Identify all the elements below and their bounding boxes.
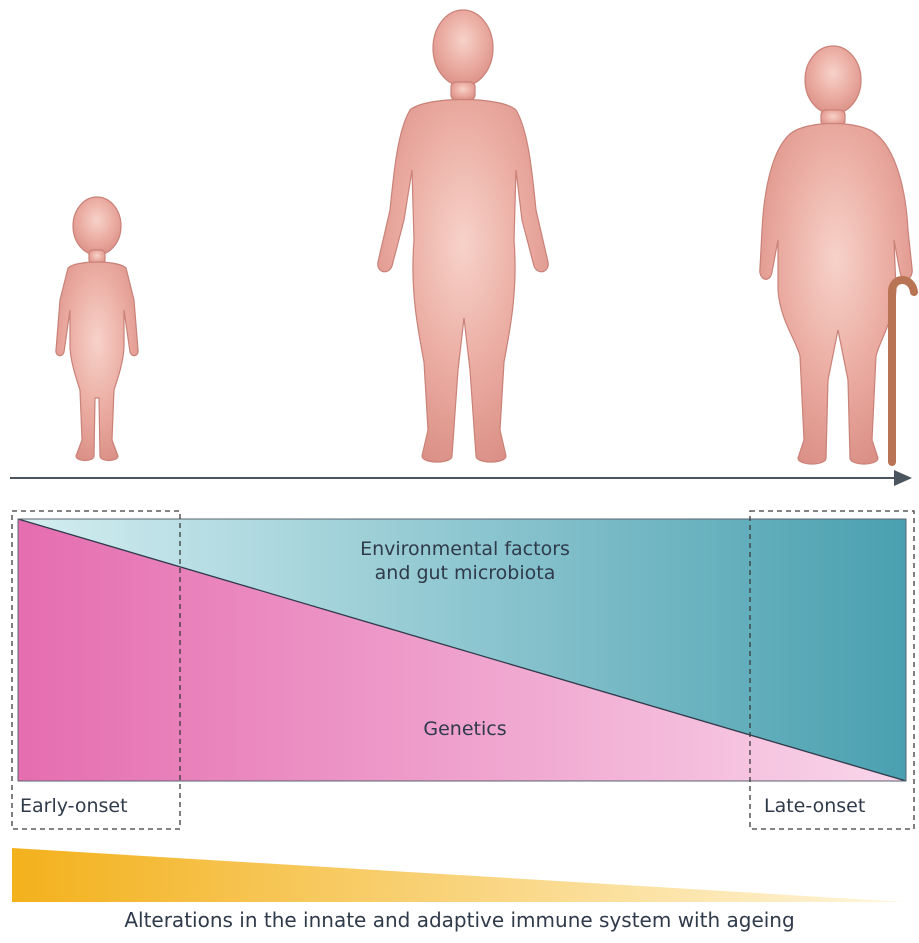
cane-icon [892,280,914,462]
early-onset-label: Early-onset [20,795,128,817]
environmental-factors-label: Environmental factors and gut microbiota [230,537,700,585]
adult-figure [378,10,548,462]
genetics-label: Genetics [300,718,630,740]
immune-ageing-caption: Alterations in the innate and adaptive i… [0,908,919,932]
child-figure [56,197,138,461]
late-onset-label: Late-onset [764,795,865,817]
immune-ageing-wedge [12,848,905,902]
